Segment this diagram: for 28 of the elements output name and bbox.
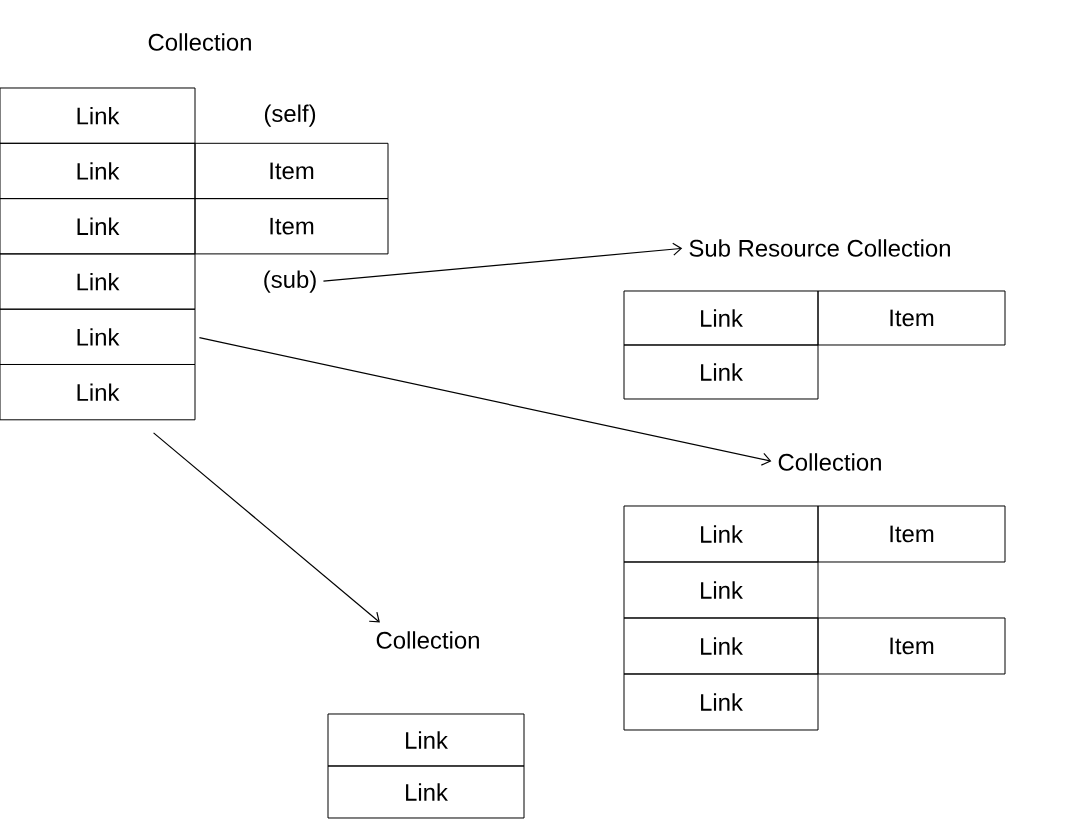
- link-text: (self): [264, 104, 316, 127]
- table-cell: Link: [327, 713, 525, 767]
- table-cell: Link: [0, 364, 196, 421]
- table-cell: Link: [623, 505, 819, 563]
- table-cell: Link: [623, 344, 819, 400]
- arrow: [152, 432, 380, 623]
- link-text: (sub): [264, 270, 316, 293]
- arrow: [322, 242, 683, 282]
- table-cell: Item: [817, 617, 1006, 675]
- table-cell: Link: [623, 290, 819, 346]
- table-cell: Link: [0, 87, 196, 144]
- table-cell: Item: [817, 290, 1006, 346]
- table-cell: Link: [623, 673, 819, 731]
- heading-text: Collection: [778, 453, 881, 471]
- table-cell: Link: [0, 253, 196, 310]
- table-cell: Link: [0, 142, 196, 200]
- heading-text: Collection: [148, 33, 251, 51]
- table-cell: Link: [0, 198, 196, 255]
- table-cell: Link: [0, 308, 196, 365]
- table-cell: Item: [817, 505, 1006, 563]
- table-cell: Item: [194, 198, 389, 255]
- arrow: [198, 337, 772, 466]
- table-cell: Item: [194, 142, 389, 200]
- table-cell: Link: [623, 617, 819, 675]
- table-cell: Link: [327, 765, 525, 819]
- heading-text: Collection: [376, 631, 479, 649]
- heading-text: Sub Resource Collection: [689, 239, 950, 257]
- table-cell: Link: [623, 561, 819, 619]
